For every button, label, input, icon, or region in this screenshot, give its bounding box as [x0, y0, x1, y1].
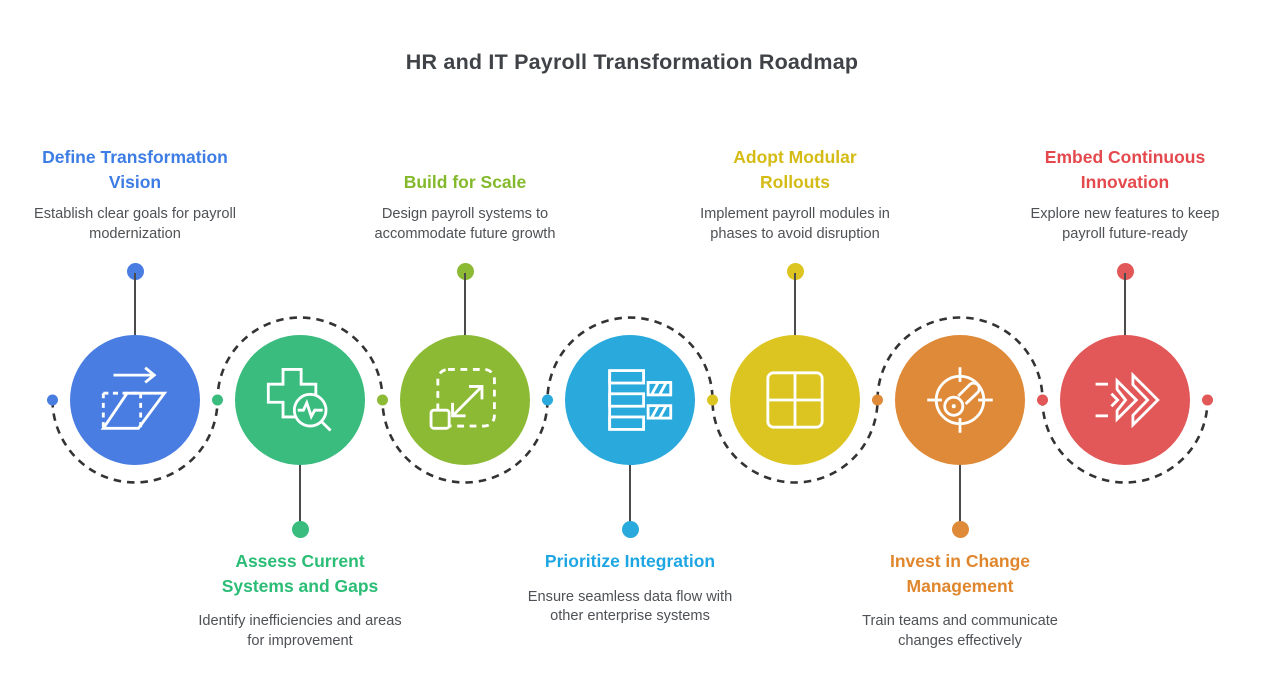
stem-line [299, 464, 301, 522]
stem-line [464, 273, 466, 336]
path-junction-dot [1202, 394, 1213, 406]
modular-grid-icon [766, 371, 824, 429]
stem-dot [456, 262, 474, 280]
step-description: Implement payroll modules in phases to a… [700, 206, 890, 242]
step-title: Embed Continuous Innovation [1044, 147, 1206, 192]
integration-bars-icon [608, 369, 673, 431]
step-circle [730, 335, 860, 465]
stem-dot [621, 521, 639, 538]
step-description: Train teams and communicate changes effe… [862, 613, 1058, 649]
stem-line [794, 273, 796, 336]
step-title: Invest in Change Management [889, 551, 1031, 596]
step-description: Identify inefficiencies and areas for im… [198, 613, 402, 649]
path-junction-dot [47, 394, 58, 406]
step-textblock: Adopt Modular Rollouts Implement payroll… [680, 138, 910, 244]
step-title: Assess Current Systems and Gaps [221, 551, 379, 596]
step-title: Prioritize Integration [544, 551, 716, 571]
transform-icon [100, 366, 168, 430]
path-junction-dot [212, 394, 223, 406]
path-junction-dot [377, 394, 388, 406]
step-textblock: Embed Continuous Innovation Explore new … [1010, 138, 1240, 244]
step-description: Establish clear goals for payroll modern… [34, 206, 236, 242]
stem-dot [1116, 262, 1134, 280]
step-textblock: Build for Scale Design payroll systems t… [350, 138, 580, 244]
scale-resize-icon [429, 368, 496, 430]
path-junction-dot [707, 394, 718, 406]
step-circle [895, 335, 1025, 465]
path-junction-dot [1037, 394, 1048, 406]
step-title: Build for Scale [403, 171, 527, 192]
stem-line [629, 464, 631, 522]
stem-line [134, 273, 136, 336]
step-title: Adopt Modular Rollouts [733, 147, 857, 192]
step-description: Explore new features to keep payroll fut… [1030, 206, 1220, 242]
serpentine-dashed-path [51, 316, 1209, 484]
stem-dot [786, 262, 804, 280]
step-description: Ensure seamless data flow with other ent… [527, 588, 733, 625]
page-title: HR and IT Payroll Transformation Roadmap [405, 50, 859, 74]
step-textblock: Assess Current Systems and Gaps Identify… [185, 549, 415, 651]
step-circle [1060, 335, 1190, 465]
path-junction-dot [542, 394, 553, 406]
assess-magnifier-icon [266, 368, 332, 432]
step-circle [70, 335, 200, 465]
step-textblock: Invest in Change Management Train teams … [845, 549, 1075, 651]
step-title: Define Transformation Vision [42, 147, 228, 192]
step-textblock: Define Transformation Vision Establish c… [20, 138, 250, 244]
stem-dot [126, 262, 144, 280]
gauge-target-icon [927, 367, 993, 433]
stem-line [959, 464, 961, 522]
step-description: Design payroll systems to accommodate fu… [374, 206, 556, 242]
fast-forward-icon [1095, 371, 1160, 429]
stem-dot [951, 521, 969, 538]
path-junction-dot [872, 394, 883, 406]
stem-dot [291, 521, 309, 538]
stem-line [1124, 273, 1126, 336]
step-textblock: Prioritize Integration Ensure seamless d… [515, 549, 745, 627]
step-circle [235, 335, 365, 465]
step-circle [565, 335, 695, 465]
step-circle [400, 335, 530, 465]
